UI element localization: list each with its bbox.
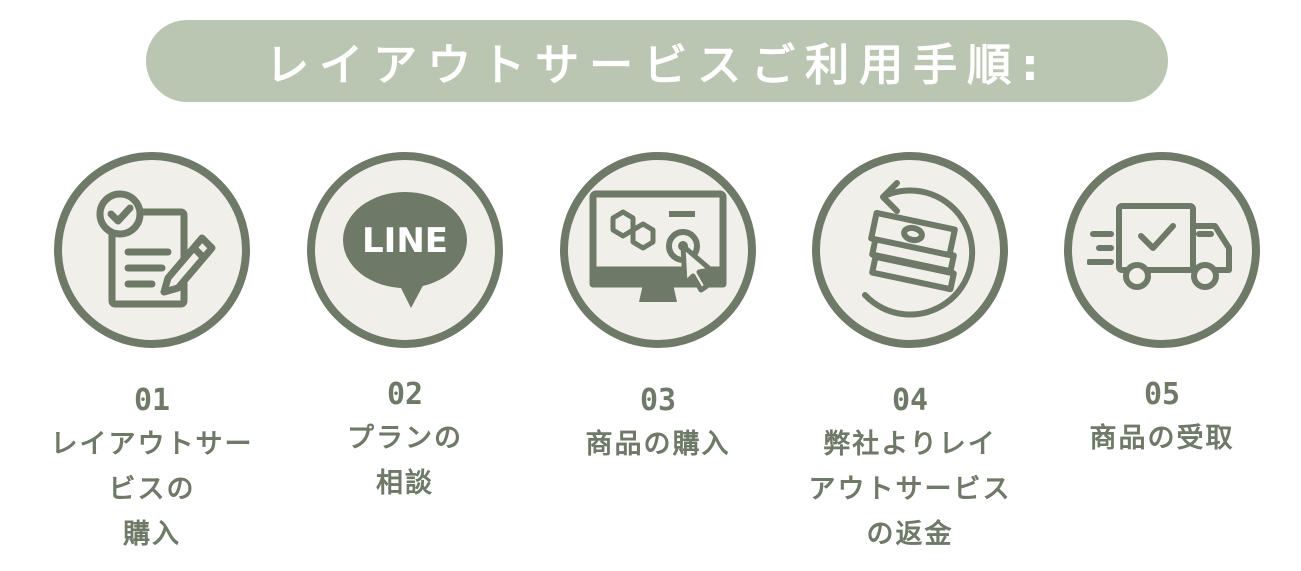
step-1-label-line-1: レイアウトサービスの	[50, 429, 254, 505]
step-3-label: 商品の購入	[586, 422, 731, 467]
step-1: 01 レイアウトサービスの購入	[47, 152, 257, 557]
title-banner: レイアウトサービスご利用手順:	[146, 20, 1168, 102]
step-5: 05 商品の受取	[1057, 152, 1267, 461]
step-4-label-line-2: アウトサービス	[808, 474, 1012, 505]
step-2-number: 02	[386, 377, 424, 412]
step-4-circle	[812, 152, 1008, 348]
step-3-label-line-1: 商品の購入	[585, 429, 731, 460]
step-1-number: 01	[133, 383, 171, 418]
page-title: レイアウトサービスご利用手順:	[265, 40, 1049, 91]
step-2-circle: LINE	[307, 152, 503, 348]
delivery-truck-icon	[1087, 203, 1232, 290]
step-4-label: 弊社よりレイアウトサービスの返金	[809, 422, 1012, 557]
step-3: 03 商品の購入	[553, 152, 763, 467]
step-2-label-line-1: プランの	[347, 423, 463, 454]
step-4: 04 弊社よりレイアウトサービスの返金	[805, 152, 1015, 557]
step-3-circle	[560, 152, 756, 348]
step-4-label-line-3: の返金	[866, 519, 954, 550]
checklist-pencil-icon	[96, 190, 216, 308]
money-refund-icon	[862, 180, 976, 318]
line-chat-icon: LINE	[343, 192, 467, 308]
step-1-label-line-2: 購入	[123, 519, 181, 550]
step-2: LINE 02 プランの相談	[300, 152, 510, 506]
step-2-label-line-2: 相談	[376, 468, 434, 499]
step-5-label-line-1: 商品の受取	[1089, 423, 1235, 454]
monitor-click-icon	[589, 190, 727, 302]
line-logo-text: LINE	[362, 221, 448, 261]
step-4-label-line-1: 弊社よりレイ	[823, 429, 997, 460]
step-1-label: レイアウトサービスの購入	[47, 422, 257, 557]
step-5-circle	[1064, 152, 1260, 348]
step-4-number: 04	[891, 383, 929, 418]
step-5-label: 商品の受取	[1090, 416, 1235, 461]
step-1-circle	[54, 152, 250, 348]
step-5-number: 05	[1143, 377, 1181, 412]
step-3-number: 03	[639, 383, 677, 418]
step-2-label: プランの相談	[347, 416, 463, 506]
